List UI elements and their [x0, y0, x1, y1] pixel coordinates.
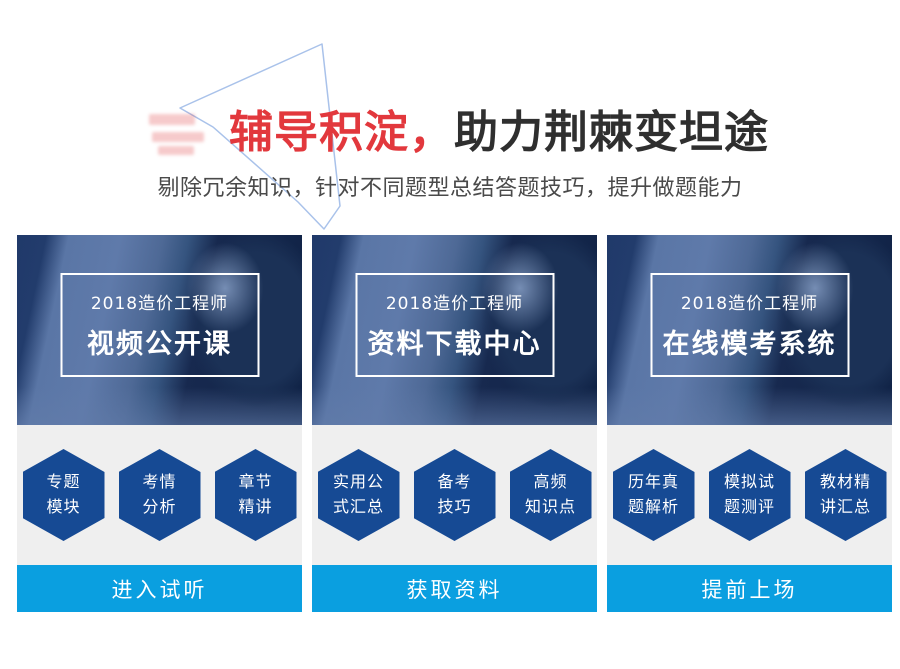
hero-section: 辅导积淀，助力荆棘变坦途 剔除冗余知识，针对不同题型总结答题技巧，提升做题能力 [0, 0, 900, 235]
course-cards-row: 2018造价工程师 视频公开课 专题 模块 考情 分析 章节 精讲 进入试听 [17, 235, 892, 612]
hexagon-tag: 教材精 讲汇总 [804, 449, 887, 541]
arrow-outline-decoration [179, 43, 341, 230]
hexagon-label-line: 教材精 [819, 472, 871, 492]
hexagon-label-line: 备考 [437, 472, 472, 492]
card-title-box: 2018造价工程师 在线模考系统 [650, 273, 849, 377]
obscured-text-remnant [149, 114, 195, 125]
hexagon-label-line: 历年真 [627, 472, 679, 492]
hexagon-label-line: 讲汇总 [819, 497, 871, 516]
hexagon-label-line: 题解析 [627, 497, 679, 516]
hexagon-tag: 备考 技巧 [413, 449, 496, 541]
card-header-photo: 2018造价工程师 在线模考系统 [607, 235, 892, 425]
get-materials-button[interactable]: 获取资料 [312, 565, 597, 612]
card-name: 在线模考系统 [662, 329, 837, 360]
enter-trial-button[interactable]: 进入试听 [17, 565, 302, 612]
hexagon-tag: 模拟试 题测评 [708, 449, 791, 541]
card-online-mock-exam: 2018造价工程师 在线模考系统 历年真 题解析 模拟试 题测评 教材精 讲汇总 [607, 235, 892, 612]
card-materials-download: 2018造价工程师 资料下载中心 实用公 式汇总 备考 技巧 高频 知识点 获取 [312, 235, 597, 612]
hexagon-row: 实用公 式汇总 备考 技巧 高频 知识点 [312, 425, 597, 565]
card-year-label: 2018造价工程师 [680, 294, 819, 314]
hexagon-label-line: 模拟试 [723, 472, 775, 492]
card-year-label: 2018造价工程师 [385, 294, 524, 314]
hexagon-tag: 考情 分析 [118, 449, 201, 541]
enter-mock-exam-button[interactable]: 提前上场 [607, 565, 892, 612]
hexagon-label-line: 题测评 [723, 497, 775, 516]
hexagon-label-line: 考情 [142, 472, 177, 492]
hexagon-label-line: 模块 [46, 497, 81, 516]
card-title-box: 2018造价工程师 资料下载中心 [355, 273, 554, 377]
hexagon-label-line: 专题 [46, 472, 81, 492]
card-header-photo: 2018造价工程师 视频公开课 [17, 235, 302, 425]
hexagon-tag: 章节 精讲 [214, 449, 297, 541]
hexagon-tag: 历年真 题解析 [612, 449, 695, 541]
hexagon-label-line: 高频 [533, 472, 568, 492]
obscured-text-remnant [158, 146, 194, 155]
card-header-photo: 2018造价工程师 资料下载中心 [312, 235, 597, 425]
hexagon-row: 专题 模块 考情 分析 章节 精讲 [17, 425, 302, 565]
hexagon-label-line: 分析 [142, 497, 177, 516]
person-headphones-photo [312, 235, 597, 425]
card-video-open-course: 2018造价工程师 视频公开课 专题 模块 考情 分析 章节 精讲 进入试听 [17, 235, 302, 612]
person-headphones-photo [17, 235, 302, 425]
card-name: 视频公开课 [87, 329, 232, 360]
title-highlight: 辅导积淀， [229, 107, 454, 158]
hexagon-tag: 高频 知识点 [509, 449, 592, 541]
hexagon-label-line: 实用公 [332, 472, 384, 492]
hexagon-label-line: 技巧 [437, 497, 472, 516]
person-headphones-photo [607, 235, 892, 425]
hexagon-tag: 实用公 式汇总 [317, 449, 400, 541]
obscured-text-remnant [152, 132, 204, 142]
page-title: 辅导积淀，助力荆棘变坦途 [229, 96, 769, 160]
hexagon-label-line: 式汇总 [332, 497, 384, 516]
card-year-label: 2018造价工程师 [90, 294, 229, 314]
hexagon-label-line: 知识点 [524, 497, 576, 516]
card-title-box: 2018造价工程师 视频公开课 [60, 273, 259, 377]
title-rest: 助力荆棘变坦途 [454, 107, 769, 158]
hexagon-row: 历年真 题解析 模拟试 题测评 教材精 讲汇总 [607, 425, 892, 565]
page-subtitle: 剔除冗余知识，针对不同题型总结答题技巧，提升做题能力 [157, 176, 743, 201]
hexagon-label-line: 章节 [238, 472, 273, 492]
hexagon-label-line: 精讲 [238, 497, 273, 516]
hexagon-tag: 专题 模块 [22, 449, 105, 541]
card-name: 资料下载中心 [367, 329, 542, 360]
